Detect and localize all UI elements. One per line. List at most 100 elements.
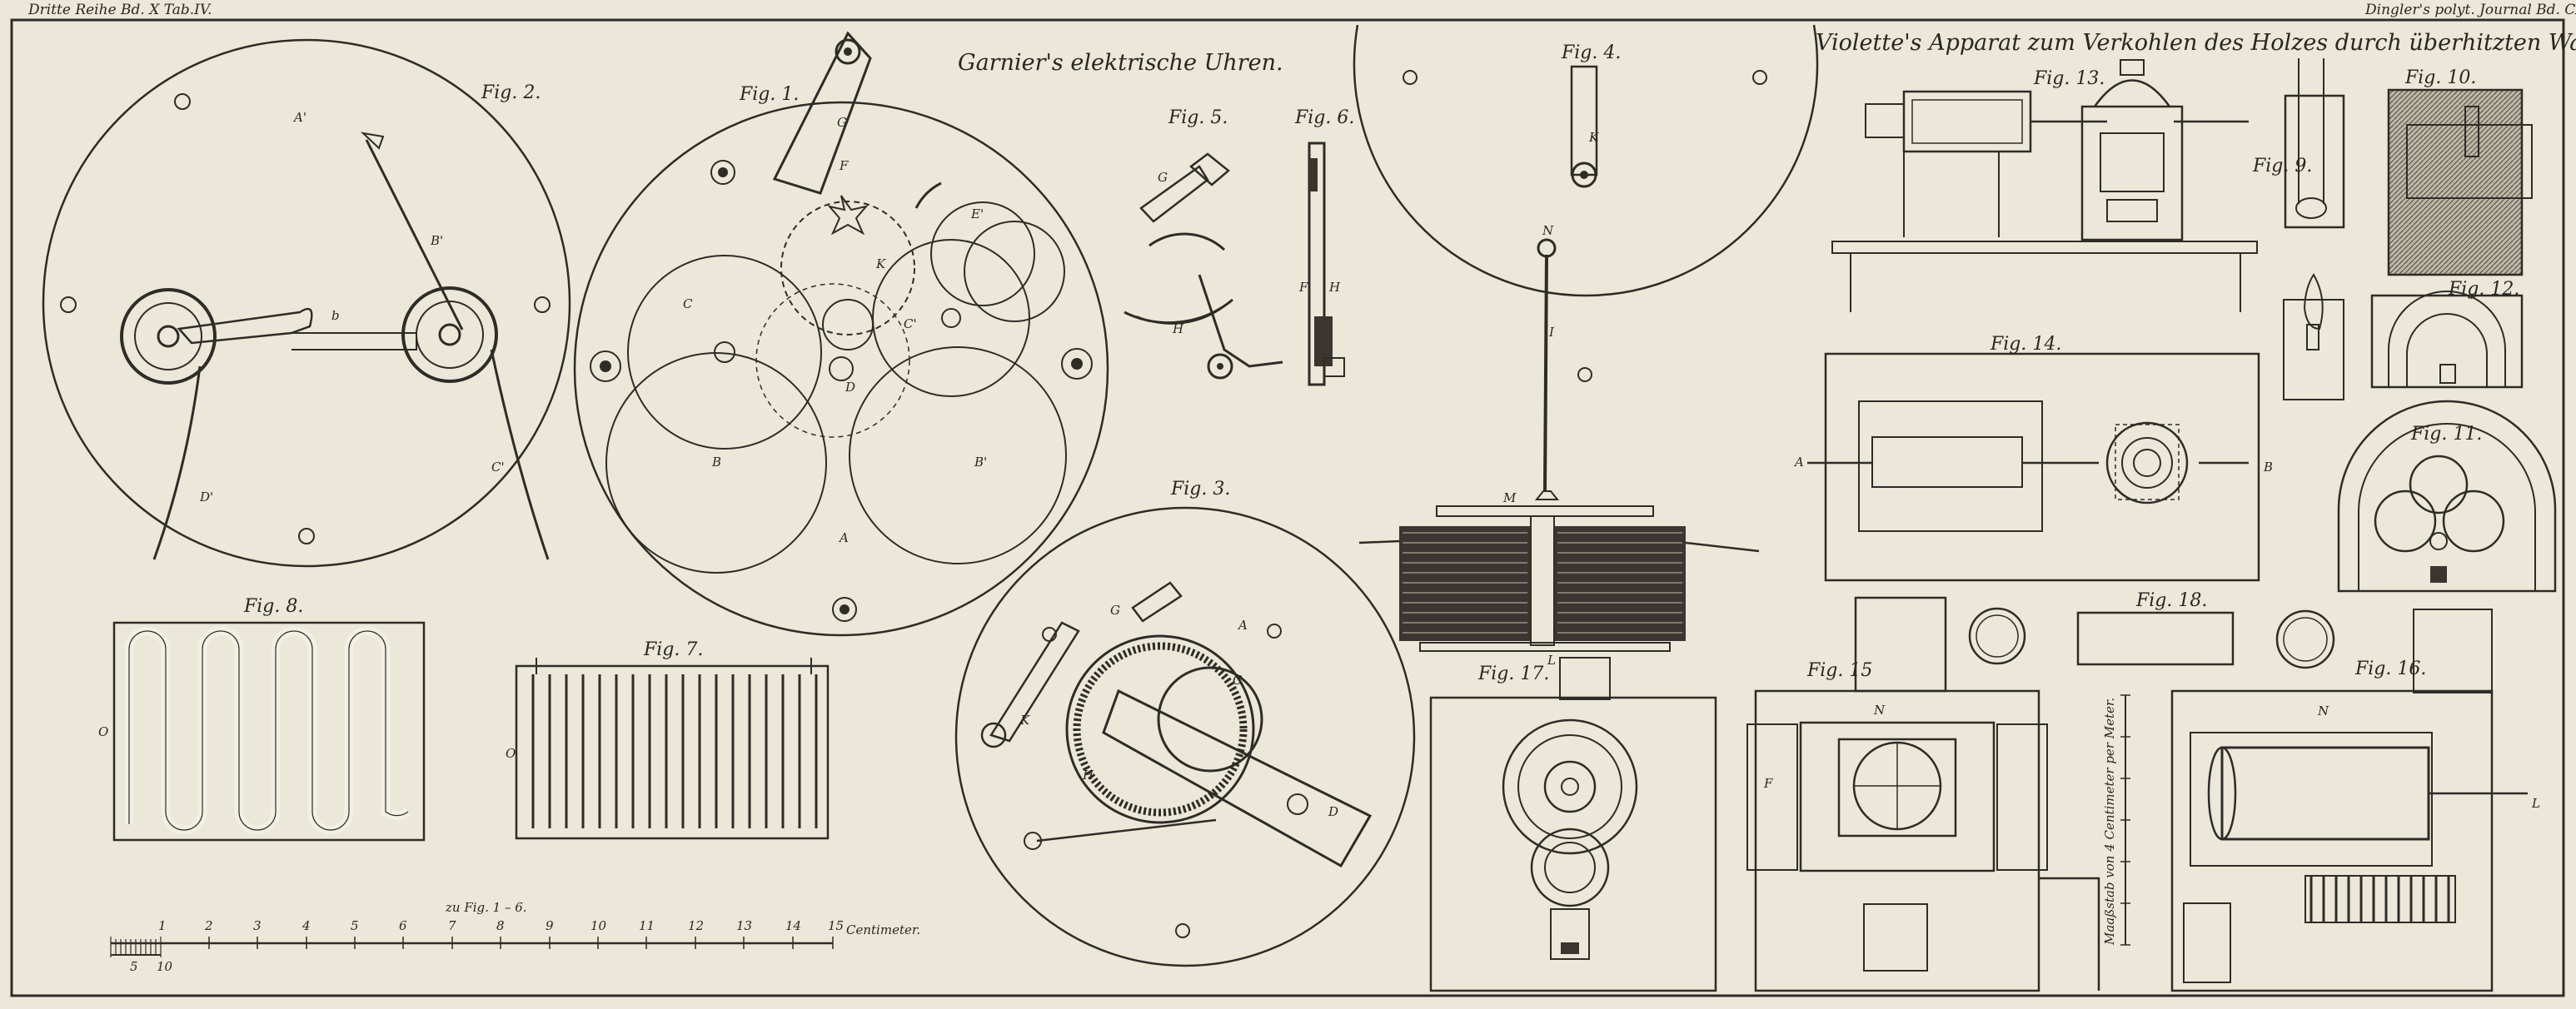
fig3-ratchet-clock xyxy=(954,506,1416,967)
title-garnier: Garnier's elektrische Uhren. xyxy=(958,50,1283,76)
fig18-label: Fig. 18. xyxy=(2135,590,2207,611)
fig10-section xyxy=(2387,88,2533,276)
fig16-label: Fig. 16. xyxy=(2354,659,2426,679)
scale-tick: 1 xyxy=(158,918,167,933)
fig4-pendulum-electromagnet xyxy=(1353,24,1819,652)
scale-sub-left: 5 xyxy=(130,959,138,974)
fig1-letter-b1: B' xyxy=(974,455,987,470)
fig1-letter-c: C xyxy=(683,296,693,311)
scale-tick: 4 xyxy=(301,918,311,933)
fig7-comb-plate xyxy=(515,658,830,840)
scale-tick: 15 xyxy=(828,918,844,933)
scale-tick: 3 xyxy=(253,918,262,933)
fig1-gear-train xyxy=(573,31,1109,637)
fig1-letter-a: A xyxy=(838,530,849,545)
fig2-letter-a1: A' xyxy=(292,110,306,125)
fig3-label: Fig. 3. xyxy=(1170,479,1230,500)
scale-unit: Centimeter. xyxy=(846,922,920,937)
fig2-letter-b: b xyxy=(331,308,340,323)
fig15-brick-furnace xyxy=(1746,596,2100,992)
fig8-letter-o: O xyxy=(98,724,108,739)
fig1-letter-f: F xyxy=(839,158,849,173)
fig17-label: Fig. 17. xyxy=(1477,664,1549,684)
fig12-arch-section xyxy=(2370,291,2524,389)
fig12-label: Fig. 12. xyxy=(2448,279,2519,300)
scale-tick: 14 xyxy=(785,918,801,933)
scale-tick: 10 xyxy=(590,918,607,933)
fig5-letter-h: H xyxy=(1172,321,1184,336)
fig1-letter-b: B xyxy=(711,455,721,470)
fig16-letter-n: N xyxy=(2317,703,2329,718)
scale-tick: 13 xyxy=(736,918,752,933)
fig17-furnace-section xyxy=(1429,657,1717,992)
side-scale-caption: Maaßstab von 4 Centimeter per Meter. xyxy=(2102,698,2117,946)
fig6-side-view xyxy=(1308,142,1345,386)
fig3-letter-c: C xyxy=(1233,673,1243,688)
fig4-letter-k: K xyxy=(1588,130,1599,145)
fig10-label: Fig. 10. xyxy=(2404,67,2476,88)
fig15-letter-f: F xyxy=(1763,776,1773,791)
fig3-letter-h: H xyxy=(1082,768,1094,783)
fig3-letter-d: D xyxy=(1328,804,1338,819)
fig16-letter-l: L xyxy=(2531,796,2540,811)
fig14-plan xyxy=(1807,352,2260,582)
scale-bar xyxy=(110,937,834,957)
fig9-thermometer xyxy=(2283,58,2345,400)
fig1-letter-c1: C' xyxy=(904,316,917,331)
fig2-letter-b1: B' xyxy=(430,233,443,248)
scale-tick: 9 xyxy=(546,918,554,933)
fig5-escapement xyxy=(1124,152,1283,380)
fig8-label: Fig. 8. xyxy=(243,596,303,617)
scale-tick: 8 xyxy=(496,918,505,933)
fig1-label: Fig. 1. xyxy=(739,84,799,105)
fig2-label: Fig. 2. xyxy=(481,82,541,103)
fig3-letter-a: A xyxy=(1237,618,1248,633)
fig4-letter-l: L xyxy=(1547,653,1556,668)
fig6-label: Fig. 6. xyxy=(1294,107,1354,128)
fig5-letter-g: G xyxy=(1158,170,1168,185)
fig6-letter-f: F xyxy=(1298,280,1308,295)
fig1-letter-g: G xyxy=(837,115,847,130)
fig14-letter-a: A xyxy=(1793,455,1804,470)
fig2-letter-d1: D' xyxy=(199,490,213,504)
fig15-letter-n: N xyxy=(1873,703,1886,718)
fig11-label: Fig. 11. xyxy=(2410,424,2482,445)
fig15-label: Fig. 15 xyxy=(1806,660,1872,681)
side-scale-bar xyxy=(2120,694,2130,946)
scale-tick: 11 xyxy=(639,918,655,933)
plate-border xyxy=(10,18,2565,997)
fig16-retort-section xyxy=(2170,609,2528,992)
scale-tick: 6 xyxy=(399,918,407,933)
fig9-label: Fig. 9. xyxy=(2252,156,2312,176)
fig5-label: Fig. 5. xyxy=(1168,107,1228,128)
fig3-letter-g: G xyxy=(1110,603,1120,618)
fig3-letter-k: K xyxy=(1019,713,1030,728)
fig13-retort-furnace xyxy=(1831,59,2258,312)
scale-tick: 2 xyxy=(204,918,213,933)
fig14-label: Fig. 14. xyxy=(1990,334,2061,355)
fig4-label: Fig. 4. xyxy=(1561,42,1621,63)
scale-tick: 5 xyxy=(351,918,359,933)
fig2-clock-plate xyxy=(42,38,571,568)
fig18-retort-detail xyxy=(1968,607,2335,669)
fig11-three-retorts xyxy=(2337,400,2557,593)
scale-caption: zu Fig. 1 – 6. xyxy=(445,900,527,915)
fig1-letter-e1: E' xyxy=(970,206,984,221)
title-violette: Violette's Apparat zum Verkohlen des Hol… xyxy=(1816,30,2576,56)
fig14-letter-b: B xyxy=(2263,460,2273,475)
fig4-letter-i: I xyxy=(1548,325,1555,340)
fig7-letter-o: O xyxy=(506,746,516,761)
fig1-letter-d: D xyxy=(845,380,855,395)
scale-tick: 7 xyxy=(448,918,456,933)
fig1-letter-k: K xyxy=(875,256,886,271)
fig4-letter-n: N xyxy=(1542,223,1554,238)
scale-sub-right: 10 xyxy=(157,959,173,974)
fig7-label: Fig. 7. xyxy=(643,639,703,660)
fig13-label: Fig. 13. xyxy=(2033,68,2105,89)
fig8-serpentine-plate xyxy=(112,621,426,842)
plate-header-right: Dingler's polyt. Journal Bd. CX. Tab.IV. xyxy=(2364,2,2576,18)
fig6-letter-h: H xyxy=(1328,280,1341,295)
plate-header-left: Dritte Reihe Bd. X Tab.IV. xyxy=(27,2,212,18)
